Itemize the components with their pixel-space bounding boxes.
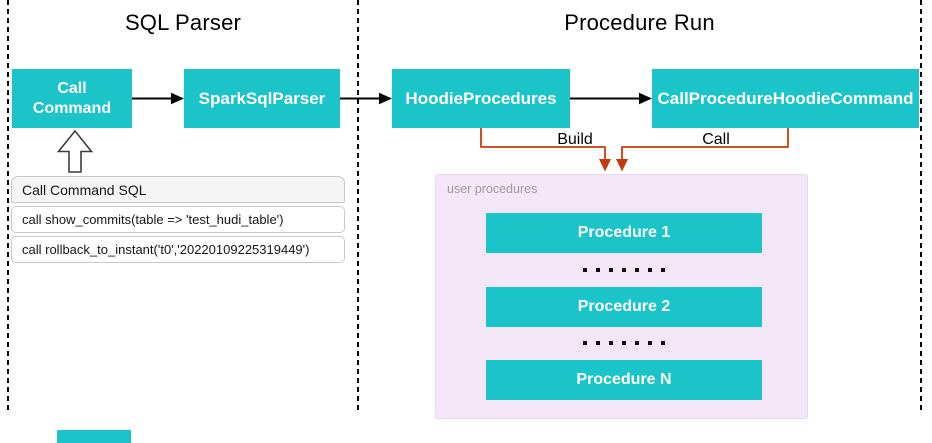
arrow-hoodie-to-call-procedure	[570, 92, 652, 105]
section-title-procedure-run: Procedure Run	[564, 10, 715, 35]
call-label: Call	[702, 131, 730, 148]
node-procedure-1: Procedure 1	[486, 213, 762, 253]
teal-bar-fragment	[57, 430, 131, 443]
user-procedures-label: user procedures	[447, 182, 538, 196]
build-label: Build	[557, 131, 593, 148]
section-title-sql-parser: SQL Parser	[124, 10, 242, 35]
arrow-parser-to-hoodie-procedures	[340, 92, 392, 105]
sql-example-row: call rollback_to_instant('t0','202201092…	[11, 236, 345, 263]
ellipsis-dots	[551, 341, 697, 345]
node-call-command: Call Command	[12, 69, 132, 128]
down-arrowhead-icon	[616, 159, 628, 172]
sql-panel-header: Call Command SQL	[11, 176, 345, 203]
sql-example-row: call show_commits(table => 'test_hudi_ta…	[11, 206, 345, 233]
node-call-procedure-hoodie-command: CallProcedureHoodieCommand	[652, 69, 919, 128]
node-hoodie-procedures: HoodieProcedures	[392, 69, 570, 128]
node-procedure-n: Procedure N	[486, 360, 762, 400]
node-procedure-2: Procedure 2	[486, 287, 762, 327]
arrow-call-command-to-parser	[132, 92, 184, 105]
up-arrow-icon	[56, 129, 94, 173]
node-spark-sql-parser: SparkSqlParser	[184, 69, 340, 128]
ellipsis-dots	[551, 268, 697, 272]
down-arrowhead-icon	[599, 159, 611, 172]
